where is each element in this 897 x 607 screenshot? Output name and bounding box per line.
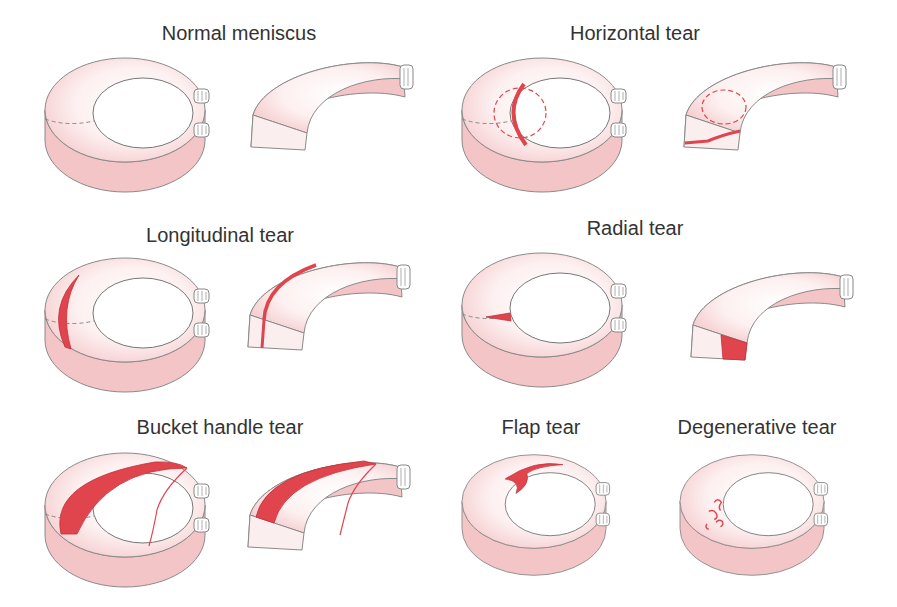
flap-tear-whole bbox=[462, 455, 610, 576]
meniscus-section bbox=[248, 263, 410, 350]
displaced-fragment-edge bbox=[149, 468, 187, 546]
tear-mark bbox=[513, 84, 526, 145]
tear-mark bbox=[685, 131, 740, 143]
tear-mark bbox=[60, 462, 187, 534]
meniscus-section bbox=[691, 273, 853, 360]
displaced-fragment-edge bbox=[340, 464, 376, 535]
longitudinal-tear-section bbox=[248, 263, 410, 350]
tear-mark bbox=[264, 265, 316, 320]
panel-heading: Flap tear bbox=[502, 416, 581, 439]
tear-extent bbox=[494, 88, 546, 138]
panel-heading: Normal meniscus bbox=[162, 22, 316, 45]
tear-mark bbox=[486, 313, 511, 321]
normal-meniscus-section bbox=[251, 63, 413, 150]
panel-heading: Radial tear bbox=[587, 217, 684, 240]
horizontal-tear-whole bbox=[462, 58, 626, 192]
radial-tear-section bbox=[691, 273, 853, 360]
tear-mark bbox=[721, 335, 747, 360]
panel-heading: Longitudinal tear bbox=[146, 224, 294, 247]
bucket-handle-tear-section bbox=[248, 461, 410, 550]
meniscus-body bbox=[45, 453, 209, 587]
meniscus-section bbox=[684, 63, 846, 150]
tear-mark bbox=[505, 463, 563, 493]
cut-line bbox=[462, 119, 511, 124]
tear-mark bbox=[262, 320, 264, 348]
radial-tear-whole bbox=[462, 253, 626, 387]
tear-mark bbox=[256, 461, 376, 523]
meniscus-body bbox=[462, 455, 610, 576]
meniscus-section bbox=[251, 63, 413, 150]
panel-heading: Degenerative tear bbox=[678, 416, 837, 439]
meniscus-body bbox=[45, 258, 209, 392]
cut-line bbox=[45, 119, 94, 124]
panel-heading: Bucket handle tear bbox=[137, 416, 304, 439]
tear-mark bbox=[706, 500, 723, 530]
tear-extent bbox=[702, 90, 746, 124]
panel-heading: Horizontal tear bbox=[570, 22, 700, 45]
cut-line bbox=[45, 319, 94, 324]
meniscus-body bbox=[45, 58, 209, 192]
longitudinal-tear-whole bbox=[45, 258, 209, 392]
tear-mark bbox=[59, 275, 79, 349]
normal-meniscus-whole bbox=[45, 58, 209, 192]
meniscus-body bbox=[680, 455, 828, 576]
degenerative-tear-whole bbox=[680, 455, 828, 576]
meniscus-body bbox=[462, 58, 626, 192]
horizontal-tear-section bbox=[684, 63, 846, 150]
bucket-handle-tear-whole bbox=[45, 453, 209, 587]
meniscus-body bbox=[462, 253, 626, 387]
